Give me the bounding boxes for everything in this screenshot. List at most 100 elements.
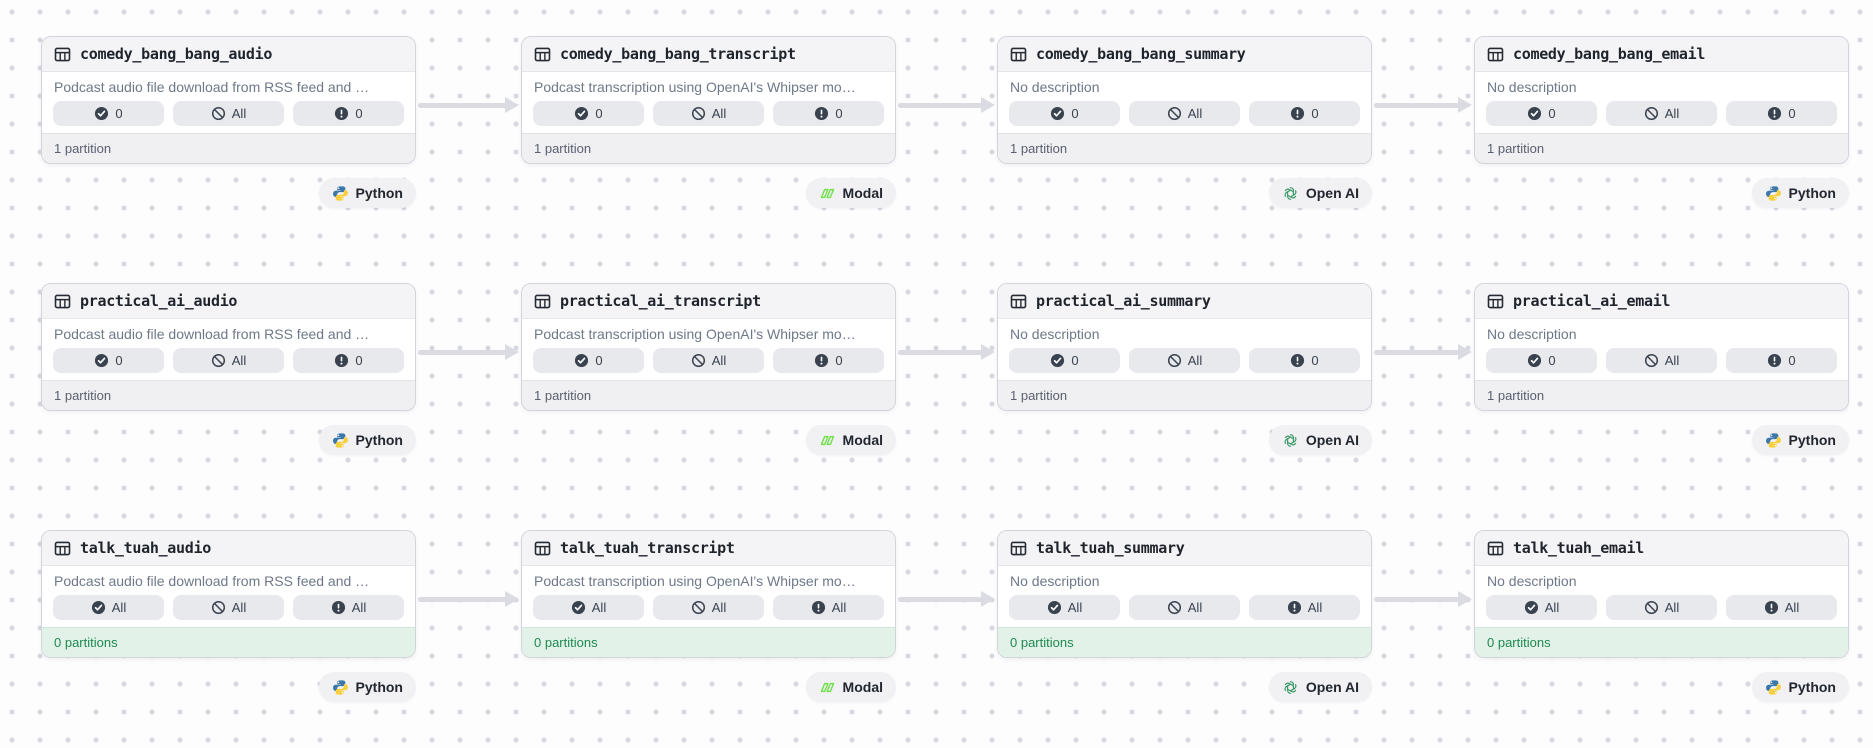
ban-icon (691, 600, 706, 615)
compute-kind-tag[interactable]: Open AI (1268, 425, 1372, 455)
modal-logo-icon (819, 185, 836, 202)
status-badge[interactable]: All (173, 348, 284, 373)
compute-kind-label: Open AI (1305, 185, 1359, 201)
status-badge[interactable]: All (653, 101, 764, 126)
openai-logo-icon (1282, 185, 1299, 202)
status-badge[interactable]: 0 (533, 348, 644, 373)
status-badge[interactable]: All (653, 595, 764, 620)
status-badge[interactable]: All (1129, 101, 1240, 126)
status-badge[interactable]: All (293, 595, 404, 620)
edge-arrow (418, 344, 519, 361)
status-badge[interactable]: 0 (53, 348, 164, 373)
ban-icon (1644, 106, 1659, 121)
status-badge[interactable]: All (1129, 595, 1240, 620)
status-badge[interactable]: 0 (1009, 101, 1120, 126)
alert-circle-icon (1767, 106, 1782, 121)
status-badge[interactable]: 0 (1249, 348, 1360, 373)
edge-arrowhead (505, 97, 519, 113)
compute-kind-tag[interactable]: Python (1751, 672, 1849, 702)
asset-node[interactable]: talk_tuah_transcript Podcast transcripti… (521, 530, 896, 658)
asset-node-header: practical_ai_summary (998, 284, 1371, 319)
asset-partition-footer: 1 partition (998, 133, 1371, 163)
status-badge[interactable]: 0 (1486, 348, 1597, 373)
compute-kind-tag[interactable]: Python (318, 178, 416, 208)
asset-node[interactable]: talk_tuah_email No description All All A… (1474, 530, 1849, 658)
status-badge[interactable]: All (53, 595, 164, 620)
asset-node[interactable]: practical_ai_audio Podcast audio file do… (41, 283, 416, 411)
compute-kind-tag[interactable]: Python (1751, 178, 1849, 208)
status-badge[interactable]: 0 (773, 101, 884, 126)
compute-kind-tag[interactable]: Python (1751, 425, 1849, 455)
status-badge[interactable]: All (173, 101, 284, 126)
compute-kind-tag[interactable]: Modal (805, 178, 896, 208)
status-badge[interactable]: All (1129, 348, 1240, 373)
status-badge-label: 0 (595, 353, 603, 368)
status-badge[interactable]: All (1009, 595, 1120, 620)
status-badge[interactable]: All (1249, 595, 1360, 620)
asset-partition-footer: 1 partition (522, 133, 895, 163)
status-badge-label: All (1784, 600, 1800, 615)
status-badge[interactable]: All (1606, 348, 1717, 373)
asset-node[interactable]: comedy_bang_bang_summary No description … (997, 36, 1372, 164)
compute-kind-label: Python (1788, 185, 1836, 201)
asset-node[interactable]: practical_ai_transcript Podcast transcri… (521, 283, 896, 411)
status-badge[interactable]: All (1606, 101, 1717, 126)
status-badge-label: 0 (355, 353, 363, 368)
status-badge[interactable]: All (653, 348, 764, 373)
asset-node-header: practical_ai_audio (42, 284, 415, 319)
edge-arrow (418, 591, 519, 608)
compute-kind-label: Open AI (1305, 432, 1359, 448)
edge-arrowhead (981, 591, 995, 607)
status-badge-label: All (711, 106, 727, 121)
status-badge[interactable]: 0 (293, 348, 404, 373)
asset-status-badges: 0 All 0 (522, 101, 895, 126)
compute-kind-tag[interactable]: Python (318, 425, 416, 455)
edge-arrow (1374, 344, 1472, 361)
status-badge-label: 0 (1548, 353, 1556, 368)
status-badge[interactable]: 0 (1009, 348, 1120, 373)
asset-node[interactable]: talk_tuah_summary No description All All… (997, 530, 1372, 658)
status-badge[interactable]: All (1606, 595, 1717, 620)
status-badge[interactable]: All (1726, 595, 1837, 620)
status-badge[interactable]: 0 (53, 101, 164, 126)
status-badge-label: All (1544, 600, 1560, 615)
status-badge[interactable]: 0 (1486, 101, 1597, 126)
edge-line (1374, 103, 1461, 108)
status-badge[interactable]: All (1486, 595, 1597, 620)
status-badge[interactable]: All (773, 595, 884, 620)
status-badge[interactable]: 0 (533, 101, 644, 126)
asset-node[interactable]: comedy_bang_bang_audio Podcast audio fil… (41, 36, 416, 164)
asset-name: talk_tuah_audio (80, 539, 211, 557)
status-badge[interactable]: 0 (773, 348, 884, 373)
status-badge[interactable]: All (533, 595, 644, 620)
alert-circle-icon (334, 106, 349, 121)
asset-node[interactable]: comedy_bang_bang_email No description 0 … (1474, 36, 1849, 164)
status-badge-label: 0 (115, 353, 123, 368)
status-badge[interactable]: 0 (1726, 348, 1837, 373)
asset-name: practical_ai_summary (1036, 292, 1211, 310)
asset-node[interactable]: talk_tuah_audio Podcast audio file downl… (41, 530, 416, 658)
status-badge-label: 0 (835, 106, 843, 121)
compute-kind-tag[interactable]: Python (318, 672, 416, 702)
asset-partition-footer: 0 partitions (42, 627, 415, 657)
compute-kind-tag[interactable]: Modal (805, 425, 896, 455)
compute-kind-tag[interactable]: Modal (805, 672, 896, 702)
status-badge[interactable]: 0 (1726, 101, 1837, 126)
modal-logo-icon (819, 679, 836, 696)
edge-arrowhead (1458, 591, 1472, 607)
asset-node[interactable]: practical_ai_summary No description 0 Al… (997, 283, 1372, 411)
edge-arrow (418, 97, 519, 114)
compute-kind-tag[interactable]: Open AI (1268, 178, 1372, 208)
table-icon (1010, 46, 1027, 63)
asset-partition-footer: 1 partition (42, 380, 415, 410)
status-badge[interactable]: 0 (293, 101, 404, 126)
status-badge[interactable]: 0 (1249, 101, 1360, 126)
status-badge-label: All (111, 600, 127, 615)
asset-node[interactable]: practical_ai_email No description 0 All … (1474, 283, 1849, 411)
alert-circle-icon (811, 600, 826, 615)
check-circle-icon (571, 600, 586, 615)
status-badge[interactable]: All (173, 595, 284, 620)
compute-kind-tag[interactable]: Open AI (1268, 672, 1372, 702)
asset-node[interactable]: comedy_bang_bang_transcript Podcast tran… (521, 36, 896, 164)
